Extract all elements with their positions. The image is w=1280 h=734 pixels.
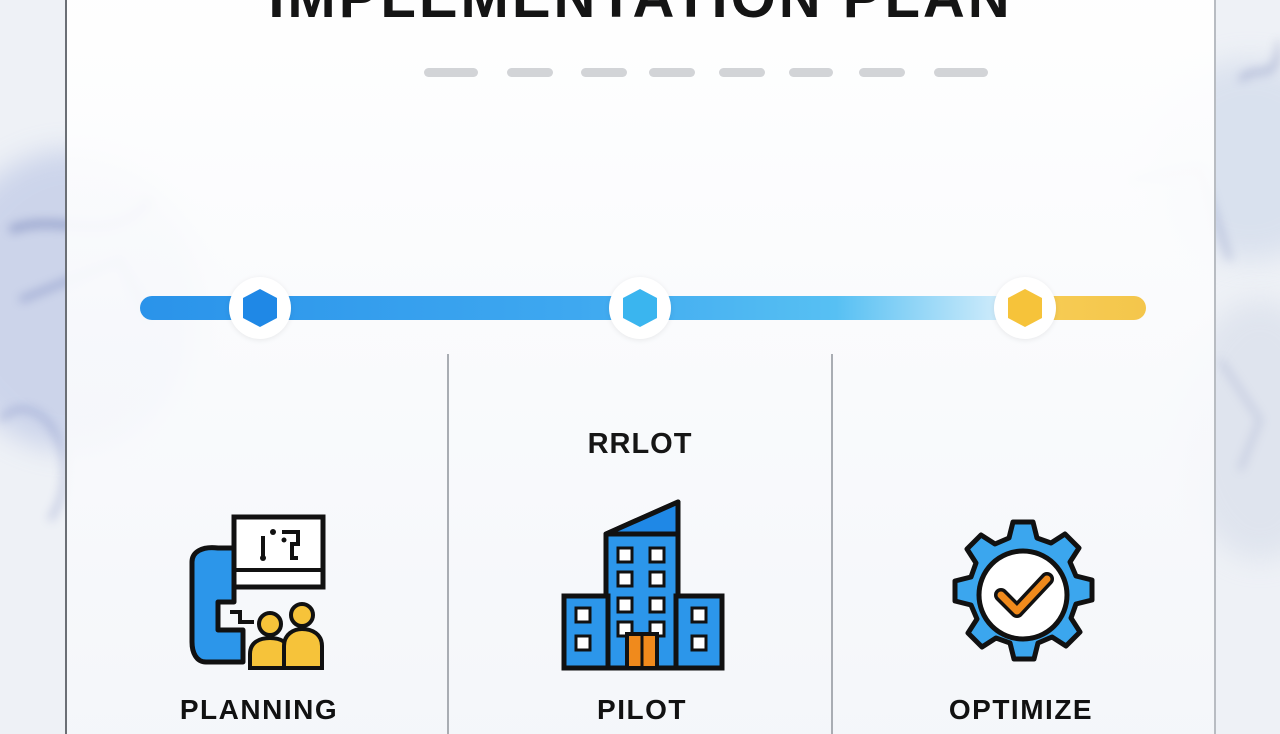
pilot-caption: RRLOT	[587, 428, 693, 460]
page-title: IMPLEMENTATION PLAN	[67, 0, 1214, 31]
hexagon-marker-icon	[623, 289, 657, 327]
stage-label-optimize: OPTIMIZE	[948, 694, 1094, 725]
hexagon-marker-icon	[1008, 289, 1042, 327]
column-divider	[831, 354, 833, 734]
timeline-node-pilot	[609, 277, 671, 339]
timeline	[140, 277, 1146, 339]
hexagon-marker-icon	[243, 289, 277, 327]
stage-label-planning: PLANNING	[179, 694, 339, 725]
timeline-node-planning	[229, 277, 291, 339]
gear-check-icon	[952, 519, 1095, 662]
timeline-node-optimize	[994, 277, 1056, 339]
planning-board-team-icon	[189, 514, 326, 670]
column-divider	[447, 354, 449, 734]
stage-label-pilot: PILOT	[597, 694, 687, 725]
building-icon	[561, 499, 725, 671]
title-underline-dashes	[424, 68, 994, 78]
